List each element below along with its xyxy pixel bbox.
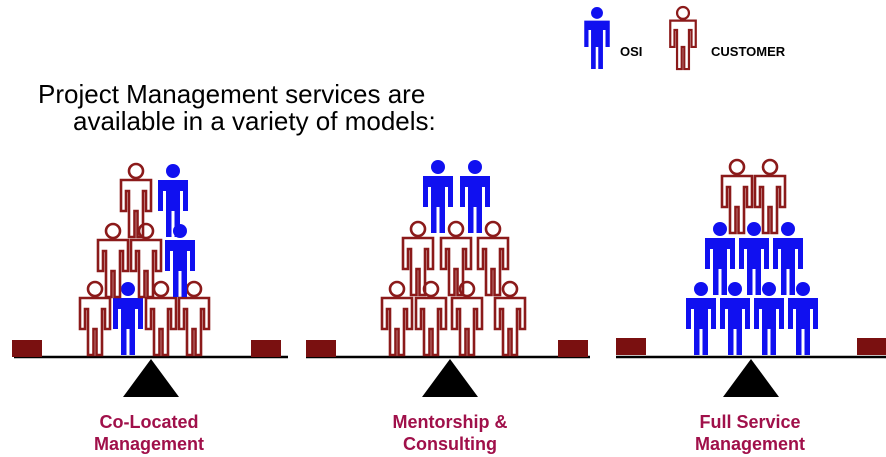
caption-mentorship: Mentorship & Consulting — [330, 411, 570, 455]
headline-line-1: Project Management services are — [38, 79, 426, 109]
fulcrum — [723, 359, 779, 397]
weight-right — [857, 338, 886, 355]
customer-person-icon — [753, 158, 787, 235]
scale-co-located — [12, 162, 288, 397]
caption-line-2: Management — [694, 434, 806, 454]
customer-person-icon — [144, 280, 178, 357]
legend-osi-label: OSI — [620, 44, 643, 59]
fulcrum — [123, 359, 179, 397]
legend-customer-icon — [669, 5, 697, 71]
weight-right — [558, 340, 588, 357]
weight-left — [12, 340, 42, 357]
scale-full-service — [616, 158, 886, 397]
customer-person-icon — [439, 220, 473, 297]
customer-person-icon — [401, 220, 435, 297]
legend-osi-icon — [584, 6, 610, 70]
weight-right — [251, 340, 281, 357]
weight-left — [616, 338, 646, 355]
customer-person-icon — [380, 280, 414, 357]
customer-person-icon — [720, 158, 754, 235]
osi-person-icon — [423, 160, 453, 233]
caption-line-1: Co-Located — [99, 412, 199, 432]
caption-line-2: Consulting — [403, 434, 497, 454]
caption-line-1: Full Service — [699, 412, 801, 432]
weight-left — [306, 340, 336, 357]
legend-customer-label: CUSTOMER — [711, 44, 786, 59]
headline-line-2: available in a variety of models: — [73, 106, 436, 136]
fulcrum — [422, 359, 478, 397]
caption-line-2: Management — [93, 434, 205, 454]
osi-person-icon — [686, 282, 716, 355]
scale-mentorship — [306, 160, 590, 397]
caption-co-located: Co-Located Management — [29, 411, 269, 455]
caption-full-service: Full Service Management — [630, 411, 870, 455]
customer-person-icon — [119, 162, 153, 239]
caption-line-1: Mentorship & — [392, 412, 508, 432]
osi-person-icon — [460, 160, 490, 233]
